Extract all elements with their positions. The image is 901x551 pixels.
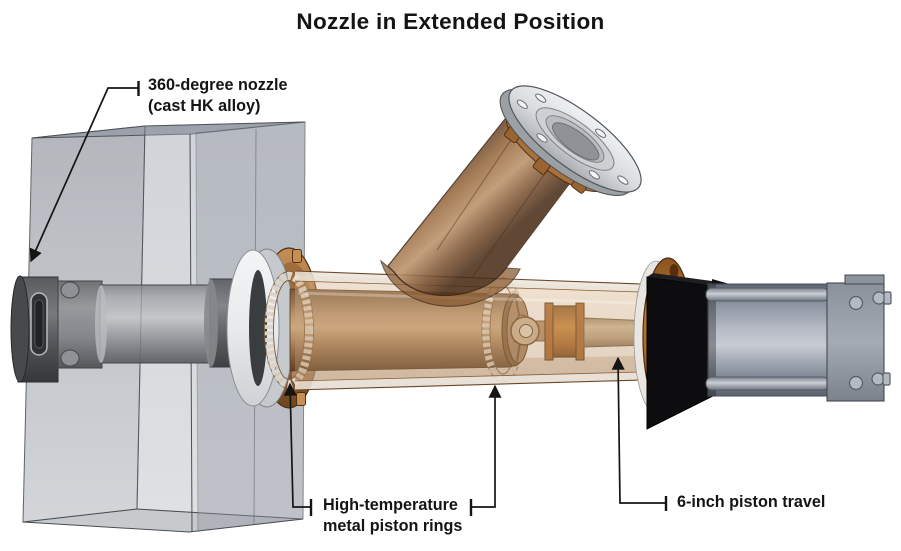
- tube-glass: [295, 275, 641, 390]
- leader-travel-line: [611, 356, 666, 504]
- leader-rings-right-line: [471, 384, 502, 508]
- top-flange-bolt-holes: [516, 93, 629, 185]
- end-cap-bolts: [848, 291, 892, 391]
- leader-rings-left-line: [283, 382, 311, 508]
- tie-rod-top: [705, 287, 830, 302]
- callout-piston-rings-line2: metal piston rings: [323, 517, 463, 535]
- tie-rod-bottom: [705, 376, 830, 391]
- pipe-saddle: [379, 259, 521, 307]
- callout-nozzle-line2: (cast HK alloy): [148, 97, 261, 115]
- actuator: [705, 274, 892, 402]
- diagram-title: Nozzle in Extended Position: [296, 9, 605, 34]
- box-near-corner-edge: [136, 125, 146, 510]
- callout-piston-rings-line1: High-temperature: [323, 496, 458, 514]
- callout-piston-travel: 6-inch piston travel: [677, 492, 825, 513]
- leader-piston-rings-right: [469, 384, 502, 516]
- callout-nozzle-line1: 360-degree nozzle: [148, 76, 288, 94]
- leader-nozzle: [29, 81, 140, 263]
- leader-piston-rings-left: [283, 382, 313, 516]
- callout-piston-travel-line1: 6-inch piston travel: [677, 493, 826, 511]
- flange-bore-shadow: [249, 270, 267, 386]
- callout-piston-rings: High-temperature metal piston rings: [323, 495, 462, 537]
- nozzle-tip: [10, 275, 30, 383]
- leader-piston-travel: [611, 356, 668, 511]
- leader-lines: [29, 81, 668, 516]
- leader-nozzle-line: [29, 87, 138, 263]
- callout-nozzle: 360-degree nozzle (cast HK alloy): [148, 75, 287, 117]
- top-flange: [499, 85, 642, 196]
